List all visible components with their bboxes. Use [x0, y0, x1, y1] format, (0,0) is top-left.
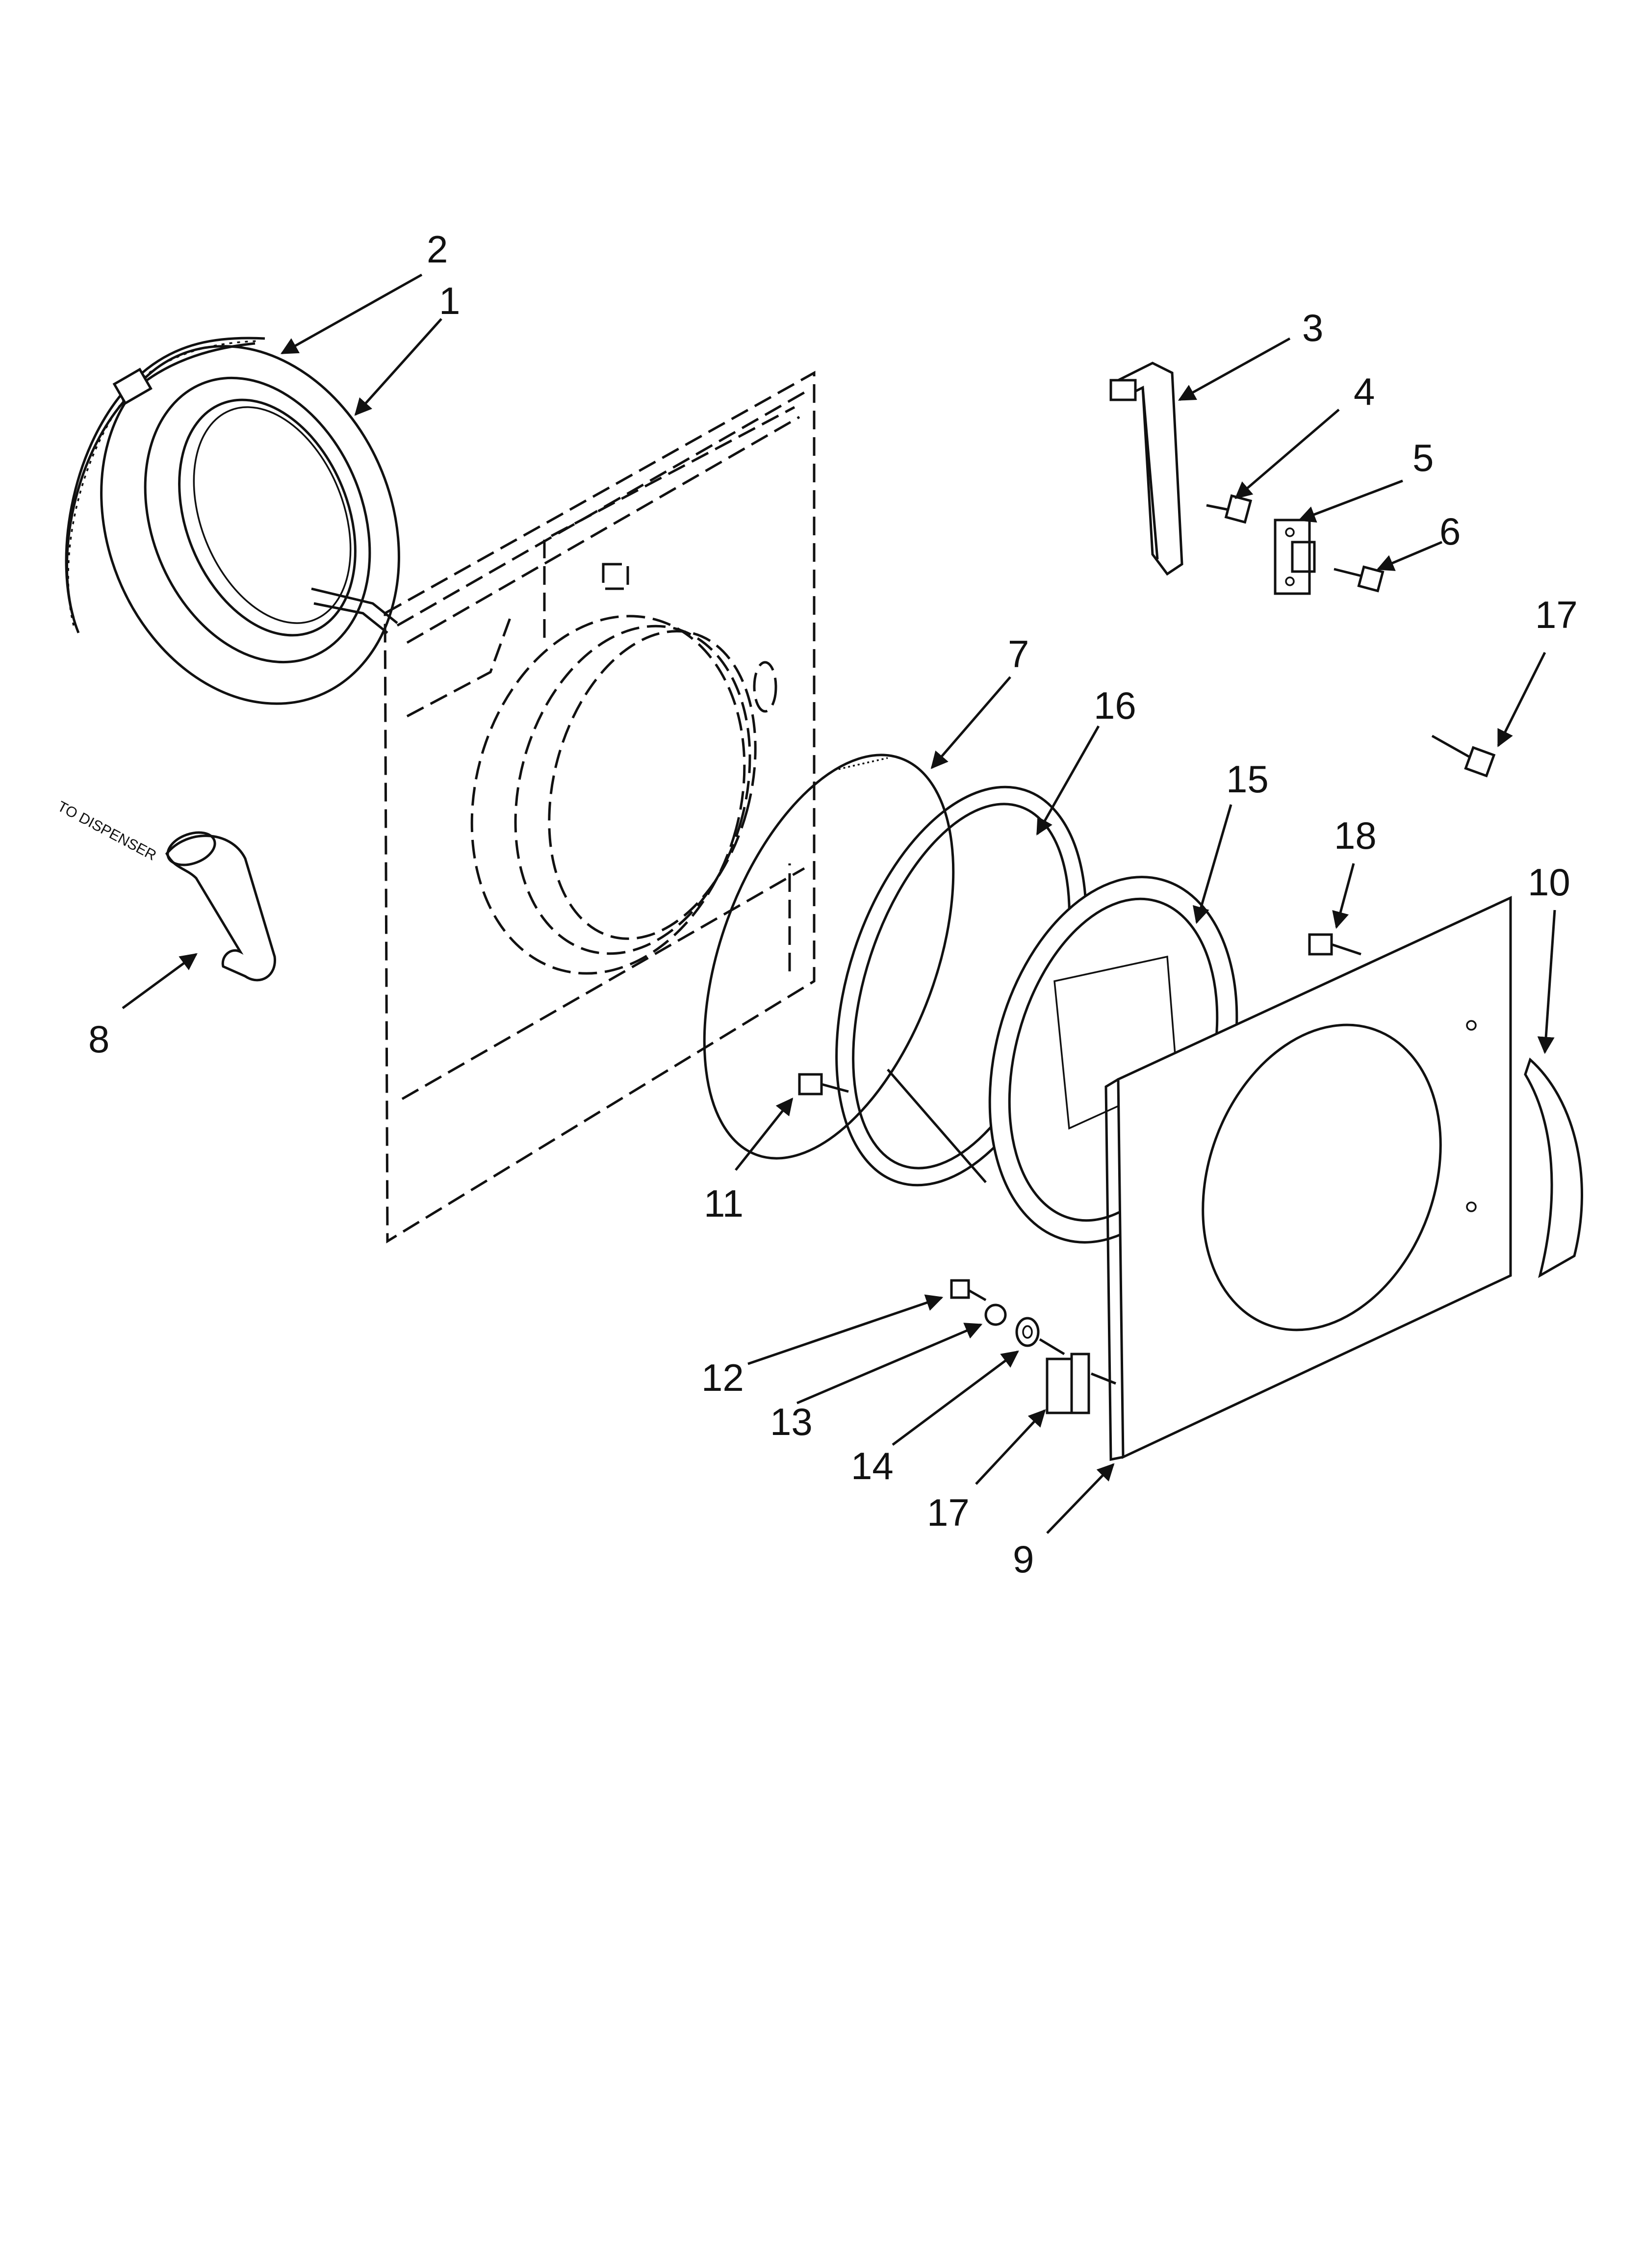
callout-11: 11	[704, 1182, 744, 1225]
screw-part-6	[1334, 565, 1385, 593]
to-dispenser-note: TO DISPENSER	[55, 798, 159, 864]
callout-18: 18	[1334, 814, 1377, 857]
bellow-part	[100, 345, 400, 705]
callout-5: 5	[1412, 436, 1434, 479]
hose-part	[165, 831, 276, 982]
callout-12: 12	[701, 1356, 744, 1399]
callout-13: 13	[770, 1400, 813, 1443]
callout-3: 3	[1302, 306, 1323, 349]
callout-4: 4	[1354, 370, 1375, 413]
callout-14: 14	[851, 1444, 894, 1487]
latch-bracket-part	[1109, 362, 1183, 576]
callout-17-top: 17	[1535, 593, 1578, 636]
screw-part-11	[798, 1069, 987, 1183]
callout-9: 9	[1013, 1538, 1034, 1581]
front-panel-dashed	[311, 370, 816, 1244]
callout-15: 15	[1226, 757, 1269, 801]
callout-10: 10	[1528, 860, 1570, 904]
leader-lines	[122, 273, 1556, 1534]
callout-6: 6	[1439, 510, 1461, 553]
outer-door-part	[1104, 896, 1512, 1461]
callout-1: 1	[439, 279, 460, 322]
strike-part	[1274, 519, 1316, 595]
callout-7: 7	[1008, 632, 1029, 676]
clamp-part	[65, 337, 265, 633]
door-handle-part	[1524, 1057, 1583, 1278]
hinge-hardware	[950, 1279, 1116, 1414]
screw-part-17-top	[1431, 734, 1496, 778]
callout-16: 16	[1094, 684, 1136, 727]
screw-part-18	[1308, 933, 1361, 956]
callout-8: 8	[88, 1017, 109, 1061]
gasket-ring-part	[703, 754, 955, 1160]
screw-part-4	[1206, 494, 1253, 524]
callout-2: 2	[427, 228, 448, 271]
callout-17-bottom: 17	[927, 1491, 970, 1534]
callout-labels: 2 1 3 4 5 6 17 7 16 15 18 10 8 11 12 13 …	[88, 228, 1578, 1581]
